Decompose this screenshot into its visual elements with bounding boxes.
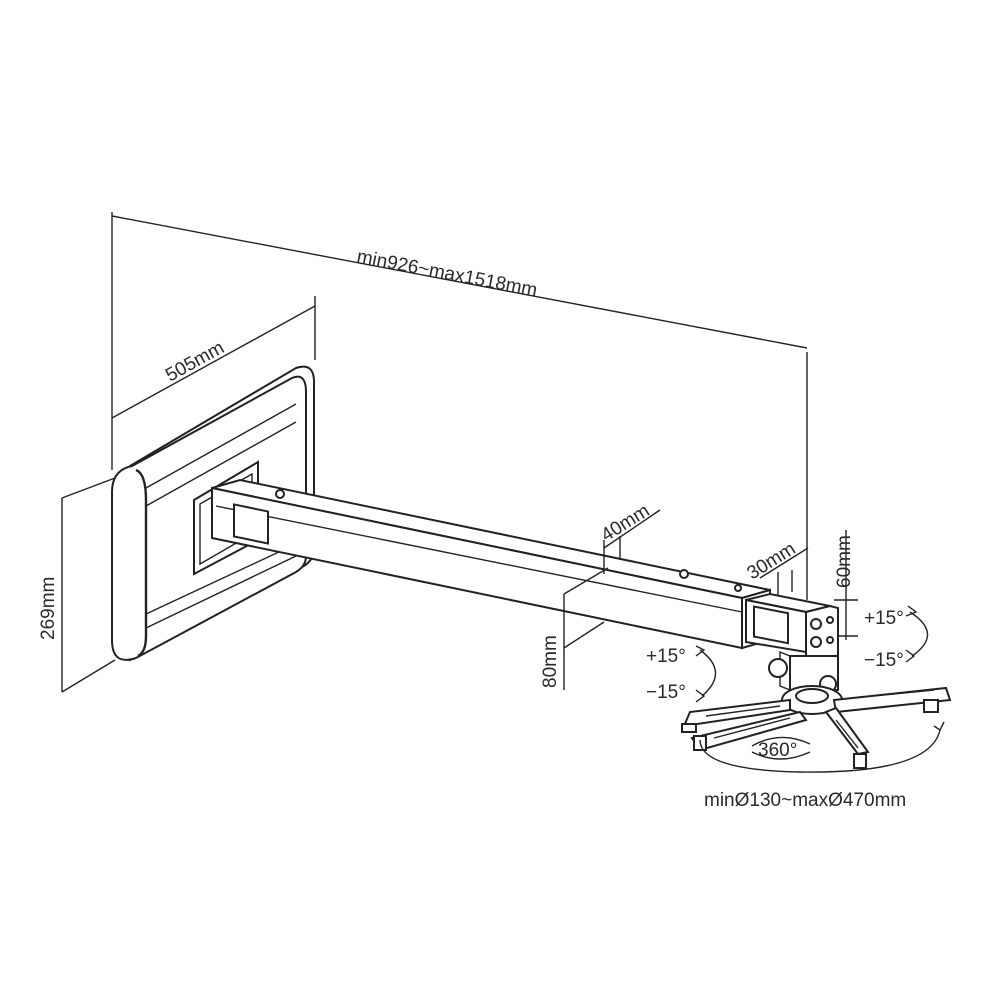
overall-length-label: min926~max1518mm	[355, 246, 539, 301]
plate-height-label: 269mm	[38, 577, 59, 640]
projector-bracket	[681, 650, 952, 769]
inner-height-label: 60mm	[834, 535, 855, 588]
arm-height-label: 80mm	[540, 635, 561, 688]
plate-height-dimension: 269mm	[38, 477, 116, 693]
tilt-indicator: +15° −15°	[864, 605, 929, 671]
tilt-up-label: +15°	[864, 608, 904, 629]
tilt-down-label: −15°	[864, 650, 904, 671]
swivel-up-label: +15°	[646, 646, 686, 667]
rotation-label: 360°	[758, 740, 797, 761]
plate-width-label: 505mm	[162, 337, 228, 386]
arm-width-label: 40mm	[598, 500, 654, 546]
swivel-down-label: −15°	[646, 682, 686, 703]
bracket-range-label: minØ130~maxØ470mm	[704, 790, 906, 811]
inner-width-label: 30mm	[744, 538, 800, 584]
arm-inner-tube	[745, 592, 839, 662]
swivel-indicator: +15° −15°	[646, 645, 717, 703]
rotation-indicator: 360°	[699, 721, 945, 773]
